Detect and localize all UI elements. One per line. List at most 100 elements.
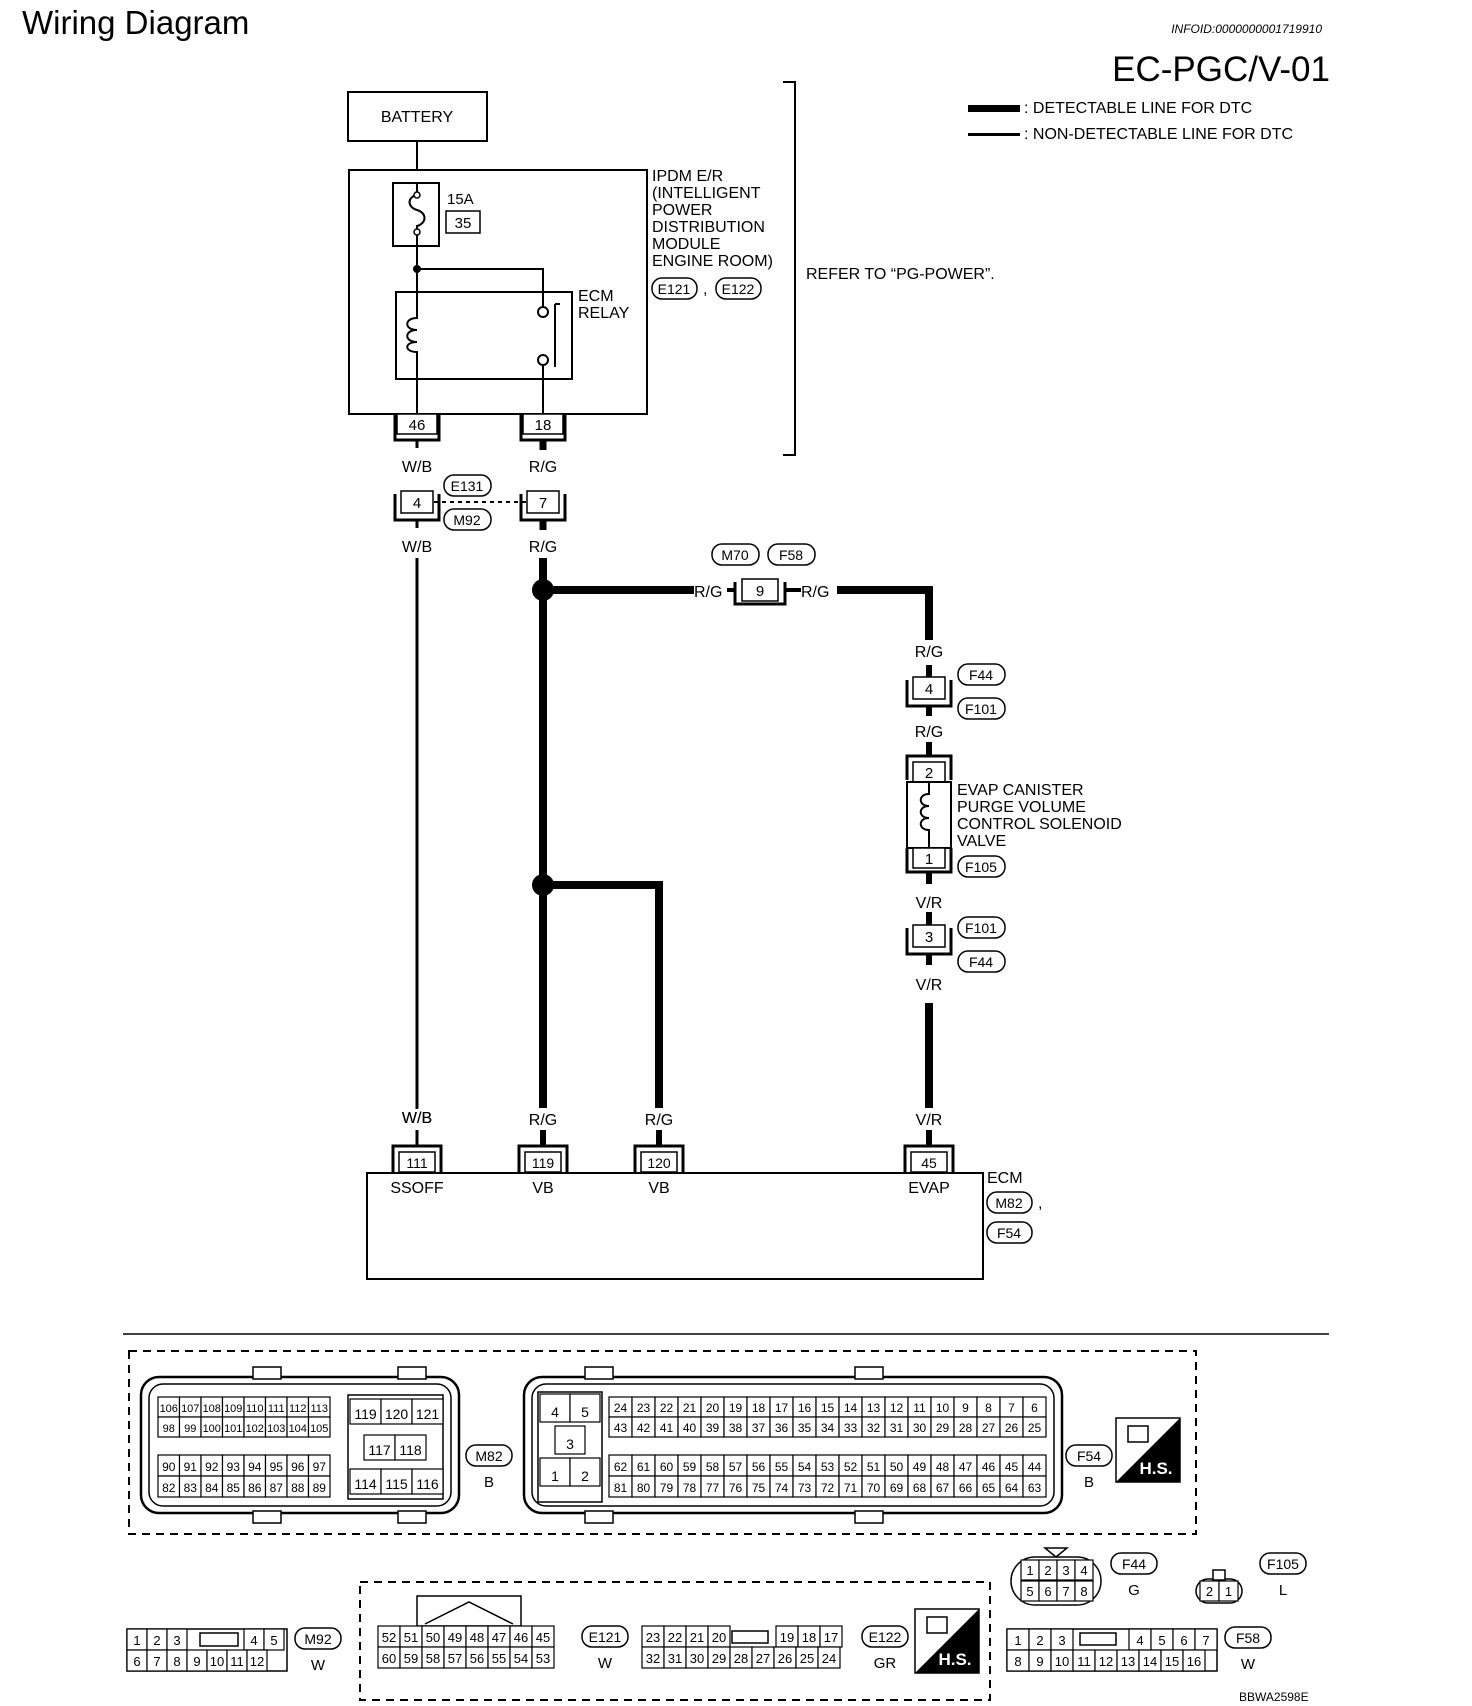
e122-pin-18: 18 (802, 1630, 816, 1645)
connector-tag-f101-b (957, 916, 1006, 939)
wire-color-rg-1: R/G (529, 459, 557, 476)
solenoid-label-1: EVAP CANISTER (957, 782, 1084, 799)
f58-pin-5: 5 (1158, 1633, 1165, 1648)
m82-pin-115: 115 (385, 1476, 408, 1492)
f54-pin-37: 37 (752, 1421, 766, 1435)
e121-pin-59: 59 (404, 1651, 418, 1666)
e122-pin-26: 26 (778, 1651, 792, 1666)
m82-pin-102: 102 (246, 1423, 264, 1435)
f58-pin-14: 14 (1143, 1654, 1157, 1669)
connector-tag-e131 (443, 474, 492, 497)
legend-thin-swatch (968, 133, 1020, 137)
f54-pin-66: 66 (959, 1481, 973, 1495)
e121-pin-50: 50 (426, 1630, 440, 1645)
m92-latch (199, 1632, 239, 1647)
connector-tag-m82-text: M82 (995, 1195, 1022, 1211)
m82-pin-95: 95 (270, 1460, 284, 1474)
f54-shell (522, 1375, 1064, 1515)
f54-pin-23: 23 (637, 1401, 651, 1415)
f54-pin-63: 63 (1028, 1481, 1042, 1495)
tag-f58 (1224, 1626, 1272, 1649)
f54-pin-30: 30 (913, 1421, 927, 1435)
wire-color-vr-3: V/R (916, 1112, 943, 1129)
e122-pin-27: 27 (756, 1651, 770, 1666)
m82-pin-86: 86 (248, 1481, 262, 1495)
ipdm-connector-group (359, 1581, 991, 1701)
m82-pin-119: 119 (354, 1406, 377, 1422)
f44-pin-7: 7 (1062, 1584, 1069, 1599)
ecm-pin-45-num: 45 (921, 1155, 937, 1171)
m82-pin-94: 94 (248, 1460, 262, 1474)
e121-pin-58: 58 (426, 1651, 440, 1666)
f105-key (1212, 1569, 1226, 1581)
e121-pin-45: 45 (536, 1630, 550, 1645)
f105-cell-1 (1218, 1580, 1239, 1602)
f54-pin-33: 33 (844, 1421, 858, 1435)
ipdm-label-3: POWER (652, 202, 712, 219)
relay-coil-icon (406, 292, 418, 379)
e121-pin-55: 55 (492, 1651, 506, 1666)
ecm-pin-120: 120 (633, 1144, 685, 1173)
m82-pin-110: 110 (246, 1403, 264, 1415)
m82-lock-2 (397, 1366, 427, 1380)
m92-pin-8: 8 (173, 1654, 180, 1669)
m92-pin-12: 12 (250, 1654, 264, 1669)
f54-pin-64: 64 (1005, 1481, 1019, 1495)
tag-text-e121: E121 (589, 1629, 622, 1645)
solenoid-coil-icon (919, 782, 930, 848)
solenoid-label-3: CONTROL SOLENOID (957, 816, 1122, 833)
relay-label-2: RELAY (578, 305, 630, 322)
tag-f105 (1259, 1552, 1307, 1575)
f105-pin-2: 2 (1206, 1584, 1213, 1599)
m82-pin-98: 98 (163, 1423, 175, 1435)
f54-pin-9: 9 (962, 1401, 969, 1415)
e122-pin-17: 17 (824, 1630, 838, 1645)
connector-tag-e122 (715, 277, 762, 300)
m92-pin-10: 10 (210, 1654, 224, 1669)
e122-pin-25: 25 (800, 1651, 814, 1666)
ipdm-label-4: DISTRIBUTION (652, 219, 765, 236)
m82-pin-101: 101 (224, 1423, 242, 1435)
m82-cell-89 (307, 1475, 331, 1498)
m82-pin-106: 106 (160, 1403, 178, 1415)
ecm-pin-label-ssoff: SSOFF (390, 1180, 444, 1197)
m82-pin-117: 117 (368, 1442, 391, 1458)
wire-color-rg-8: R/G (645, 1112, 673, 1129)
f58-pin-12: 12 (1099, 1654, 1113, 1669)
e121-pin-47: 47 (492, 1630, 506, 1645)
color-m92: W (311, 1657, 326, 1674)
m82-inner (148, 1383, 452, 1507)
fuse-number: 35 (455, 215, 472, 232)
m82-pin-96: 96 (291, 1460, 305, 1474)
m92-pin-3: 3 (173, 1633, 180, 1648)
hs-badge-2-fill (915, 1609, 979, 1673)
m92-pin-2: 2 (153, 1633, 160, 1648)
pin-box-46 (396, 413, 438, 435)
wire-relay-contact (417, 268, 544, 308)
junction-pin-box-7 (526, 490, 560, 514)
f54-pin-80: 80 (637, 1481, 651, 1495)
f101-pin-3: 3 (925, 929, 933, 946)
connector-tag-m70-text: M70 (721, 547, 748, 563)
e121-pin-49: 49 (448, 1630, 462, 1645)
m82-pin-108: 108 (203, 1403, 221, 1415)
m82-pin-91: 91 (184, 1460, 198, 1474)
f54-lock-4 (854, 1510, 884, 1524)
f54-cell-4 (539, 1393, 571, 1423)
hs-badge-1-connector-icon (1127, 1425, 1149, 1443)
f54-inner (531, 1383, 1055, 1507)
jc-pin-9: 9 (756, 583, 764, 600)
m82-pin-92: 92 (205, 1460, 219, 1474)
f54-pin-34: 34 (821, 1421, 835, 1435)
info-id: INFOID:0000000001719910 (1171, 22, 1322, 36)
f54-pin-57: 57 (729, 1460, 743, 1474)
ipdm-label-1: IPDM E/R (652, 168, 723, 185)
e121-pin-56: 56 (470, 1651, 484, 1666)
f58-cell-7 (1194, 1628, 1218, 1651)
f54-pin-25: 25 (1028, 1421, 1042, 1435)
wire-color-wb-3-halo: W/B (402, 1110, 432, 1127)
e121-cell-53 (531, 1646, 555, 1669)
wire-color-wb-2: W/B (402, 539, 432, 556)
connector-tag-f101-b-text: F101 (965, 920, 997, 936)
